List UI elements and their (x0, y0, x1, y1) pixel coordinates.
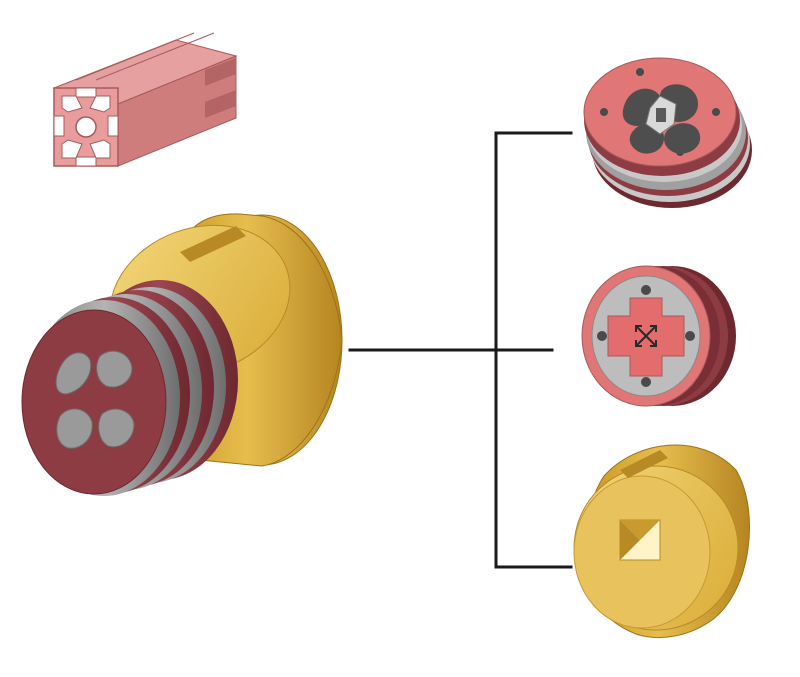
t-slot-profile-icon (52, 32, 238, 167)
die-ring-stack (21, 280, 238, 496)
die-holder-icon (573, 444, 750, 639)
connector-lines (348, 131, 573, 569)
profile-cross-section (53, 87, 119, 167)
bridge-die-plate-icon (581, 265, 736, 407)
porthole-die-plate-icon (583, 57, 752, 208)
assembled-extrusion-die-icon (21, 213, 343, 496)
